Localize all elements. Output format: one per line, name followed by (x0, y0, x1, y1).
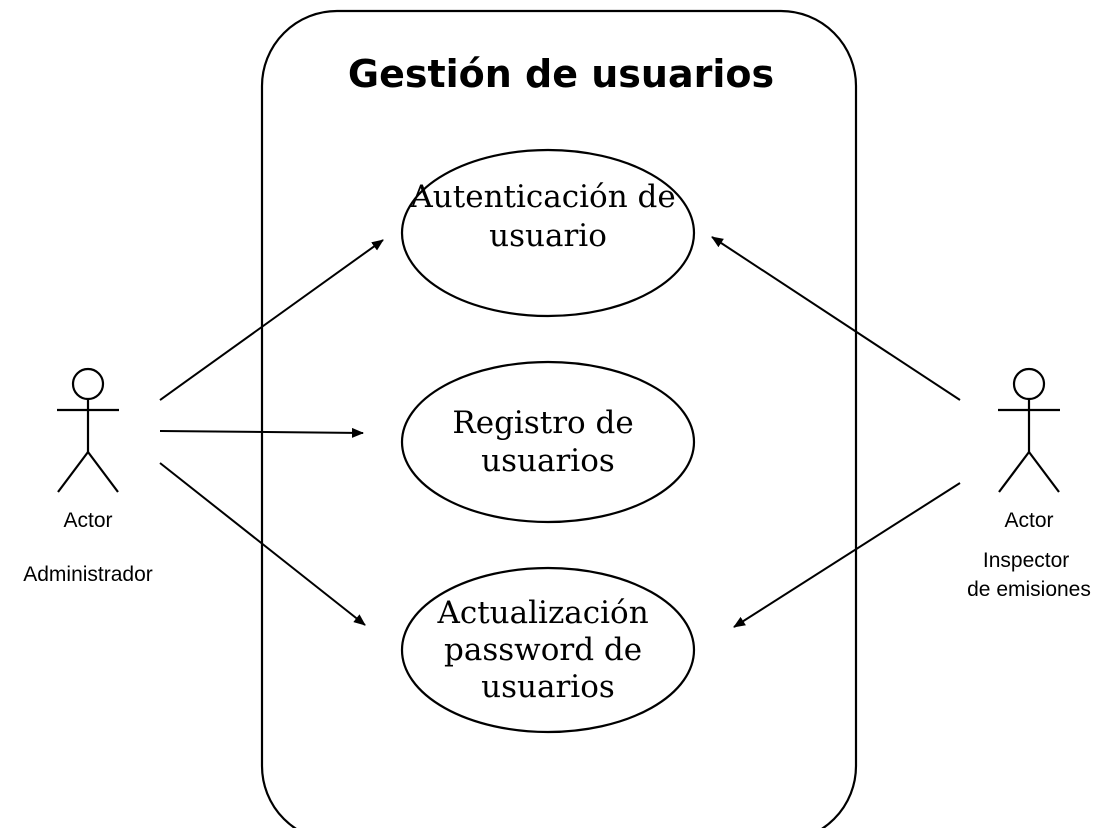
arrow-inspector-to-password-update (733, 482, 961, 628)
use-case-authentication: Autenticación de usuario (400, 148, 696, 318)
actor-inspector-role-line-1: Inspector (983, 549, 1069, 572)
use-case-registration-line-2: usuarios (481, 443, 615, 479)
actor-administrador: Actor Administrador (23, 367, 153, 586)
arrow-inspector-to-authentication (711, 236, 961, 401)
actor-inspector-stick-figure (998, 367, 1060, 493)
use-case-password-update-label: Actualización password de usuarios (436, 595, 658, 705)
actor-inspector-role-label: Inspector de emisiones (967, 549, 1091, 601)
actor-inspector-type-label: Actor (1004, 509, 1053, 532)
actor-administrador-role-line-1: Administrador (23, 563, 153, 586)
use-case-password-update-line-2: password de (444, 632, 642, 668)
arrow-administrador-to-authentication (159, 239, 384, 401)
use-case-registration-line-1: Registro de (452, 405, 633, 441)
actor-administrador-role-label: Administrador (23, 563, 153, 586)
use-case-password-update-ellipse (400, 566, 696, 734)
use-case-authentication-ellipse (400, 148, 696, 318)
use-case-authentication-line-1: Autenticación de (409, 179, 675, 215)
use-case-authentication-label: Autenticación de usuario (409, 179, 685, 254)
use-case-password-update: Actualización password de usuarios (400, 566, 696, 734)
actor-inspector: Actor Inspector de emisiones (967, 367, 1091, 601)
system-boundary (260, 9, 858, 828)
use-case-registration-ellipse (400, 360, 696, 524)
system-title: Gestión de usuarios (348, 52, 774, 96)
arrow-administrador-to-password-update (159, 462, 366, 626)
arrow-administrador-to-registration (159, 427, 364, 438)
use-case-registration: Registro de usuarios (400, 360, 696, 524)
use-case-password-update-line-3: usuarios (481, 669, 615, 705)
actor-administrador-type-label: Actor (63, 509, 112, 532)
use-case-registration-label: Registro de usuarios (452, 405, 643, 479)
actor-inspector-role-line-2: de emisiones (967, 578, 1091, 601)
actor-administrador-stick-figure (57, 367, 119, 493)
use-case-password-update-line-1: Actualización (436, 595, 648, 631)
use-case-authentication-line-2: usuario (489, 218, 607, 254)
